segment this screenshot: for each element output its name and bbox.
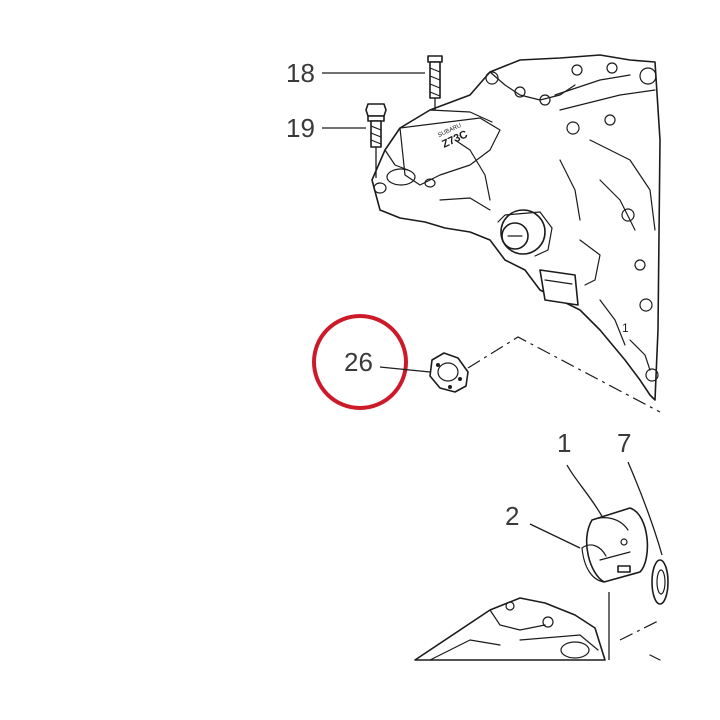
bolt-19 — [365, 103, 387, 178]
callout-26: 26 — [344, 347, 373, 377]
bearing-shell — [581, 507, 649, 583]
axis-line-7 — [619, 619, 661, 641]
seal-ring-7 — [651, 559, 669, 605]
plate-26 — [429, 352, 469, 393]
callout-19: 19 — [286, 113, 315, 143]
leader-26 — [379, 366, 431, 373]
callout-1: 1 — [557, 428, 571, 458]
callout-7: 7 — [617, 428, 631, 458]
leader-1 — [566, 464, 604, 519]
callout-18: 18 — [286, 58, 315, 88]
housing-part-number-mark: 1 — [622, 321, 629, 335]
leader-2 — [529, 523, 581, 549]
bolt-18 — [427, 55, 443, 110]
callout-2: 2 — [505, 501, 519, 531]
gearbox-housing: Z73C SUBARU 1 — [371, 54, 661, 401]
leader-7 — [627, 461, 663, 556]
highlight-circle — [312, 314, 408, 410]
alignment-line-26 — [467, 336, 661, 413]
lower-housing — [414, 597, 661, 661]
